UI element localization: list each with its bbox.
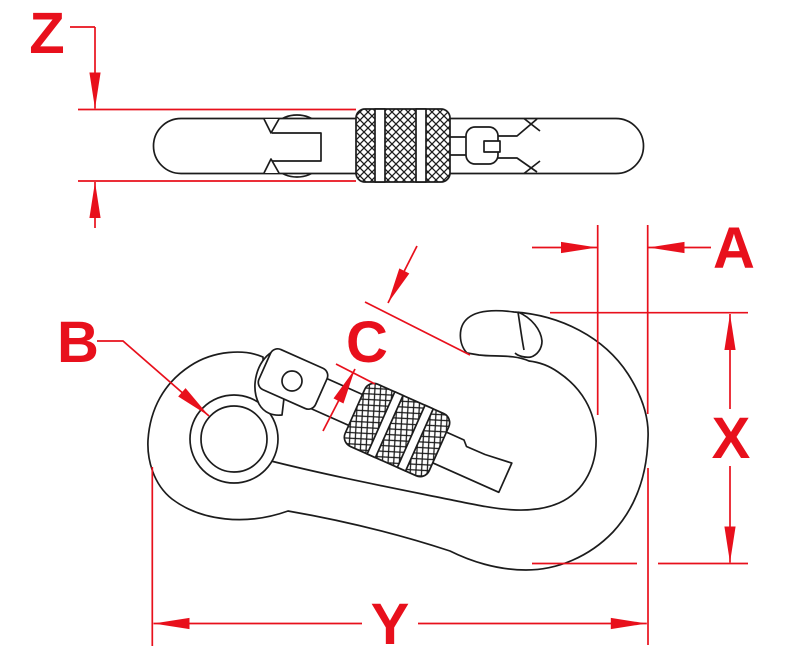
sleeve-band-1 [374, 108, 386, 183]
c-arrow-lower [322, 368, 356, 432]
gate-notch-bottom [263, 158, 280, 174]
gate-latch-notch [483, 140, 501, 153]
dim-z: Z [29, 1, 356, 228]
sleeve-band-2 [415, 108, 427, 183]
dim-b: B [57, 310, 210, 417]
carabiner-body [147, 309, 649, 571]
dim-y: Y [151, 467, 649, 657]
dim-c: C [322, 245, 471, 432]
nose-back-lens [514, 311, 543, 359]
locking-sleeve-profile [355, 108, 451, 183]
dim-label-c: C [346, 310, 388, 375]
c-arrow-upper [387, 245, 418, 304]
dim-label-z: Z [29, 1, 64, 66]
dim-label-a: A [713, 216, 755, 281]
front-view [147, 309, 649, 571]
c-extension-upper [364, 301, 471, 356]
hinge-rivet [281, 370, 303, 392]
dim-label-y: Y [371, 592, 410, 657]
lock-nut-band-2 [396, 404, 435, 472]
gate-rod [450, 136, 466, 156]
dim-x: X [532, 311, 751, 565]
b-leader-arrow [97, 340, 210, 417]
gate-fork-slot [272, 132, 322, 162]
gate-notch-top [263, 118, 280, 134]
eye-hole [200, 405, 268, 473]
side-view [152, 108, 645, 183]
dim-label-b: B [57, 310, 99, 375]
nose-seat-lines [498, 117, 541, 175]
dim-a: A [532, 216, 755, 415]
dim-label-x: X [712, 406, 751, 471]
lock-nut-band-1 [366, 390, 404, 459]
nose-face-line [517, 311, 525, 351]
c-extension-lower [335, 363, 376, 385]
